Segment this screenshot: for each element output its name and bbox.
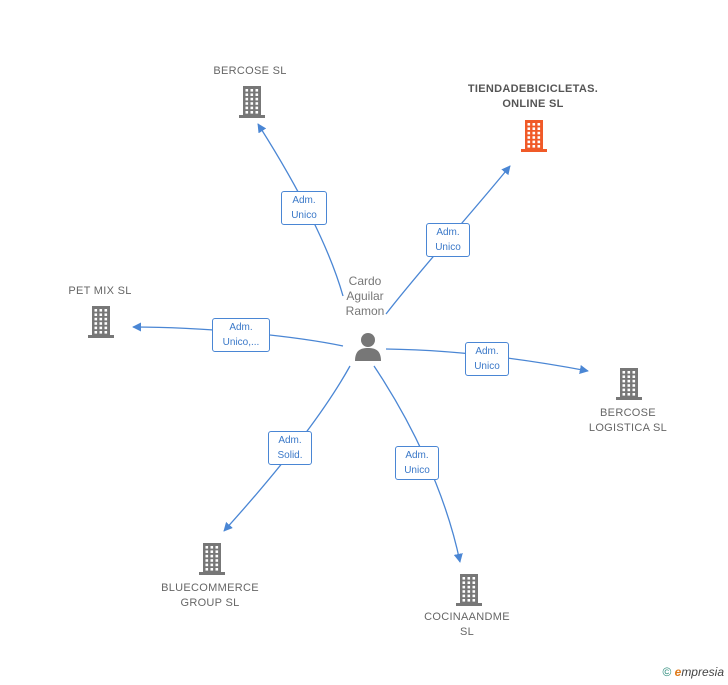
company-name-bercose[interactable]: BERCOSE SL (213, 65, 287, 77)
building-icon[interactable] (453, 572, 485, 608)
brand-initial: e (674, 665, 682, 679)
building-icon[interactable] (613, 366, 645, 402)
relation-label-cocina[interactable]: Adm. Unico (395, 446, 439, 480)
person-icon[interactable] (352, 330, 384, 362)
building-icon[interactable] (85, 304, 117, 340)
building-icon[interactable] (236, 84, 268, 120)
footer-brand: © empresia (662, 665, 724, 679)
person-name[interactable]: Cardo Aguilar Ramon (345, 274, 385, 318)
brand-name: mpresia (681, 665, 724, 679)
company-name-bluecommerce[interactable]: BLUECOMMERCE GROUP SL (161, 582, 259, 609)
company-name-cocina[interactable]: COCINAANDME SL (424, 611, 510, 638)
copyright-symbol: © (662, 665, 672, 679)
building-icon[interactable] (518, 118, 550, 154)
relation-label-bercose[interactable]: Adm. Unico (281, 191, 327, 225)
building-icon[interactable] (196, 541, 228, 577)
relation-label-bercose-log[interactable]: Adm. Unico (465, 342, 509, 376)
relation-label-bluecommerce[interactable]: Adm. Solid. (268, 431, 312, 465)
relation-label-tienda[interactable]: Adm. Unico (426, 223, 470, 257)
company-name-petmix[interactable]: PET MIX SL (68, 285, 132, 297)
company-name-bercose-log[interactable]: BERCOSE LOGISTICA SL (588, 407, 668, 434)
relation-label-petmix[interactable]: Adm. Unico,... (212, 318, 270, 352)
company-name-tienda[interactable]: TIENDADEBICICLETAS. ONLINE SL (467, 83, 599, 110)
